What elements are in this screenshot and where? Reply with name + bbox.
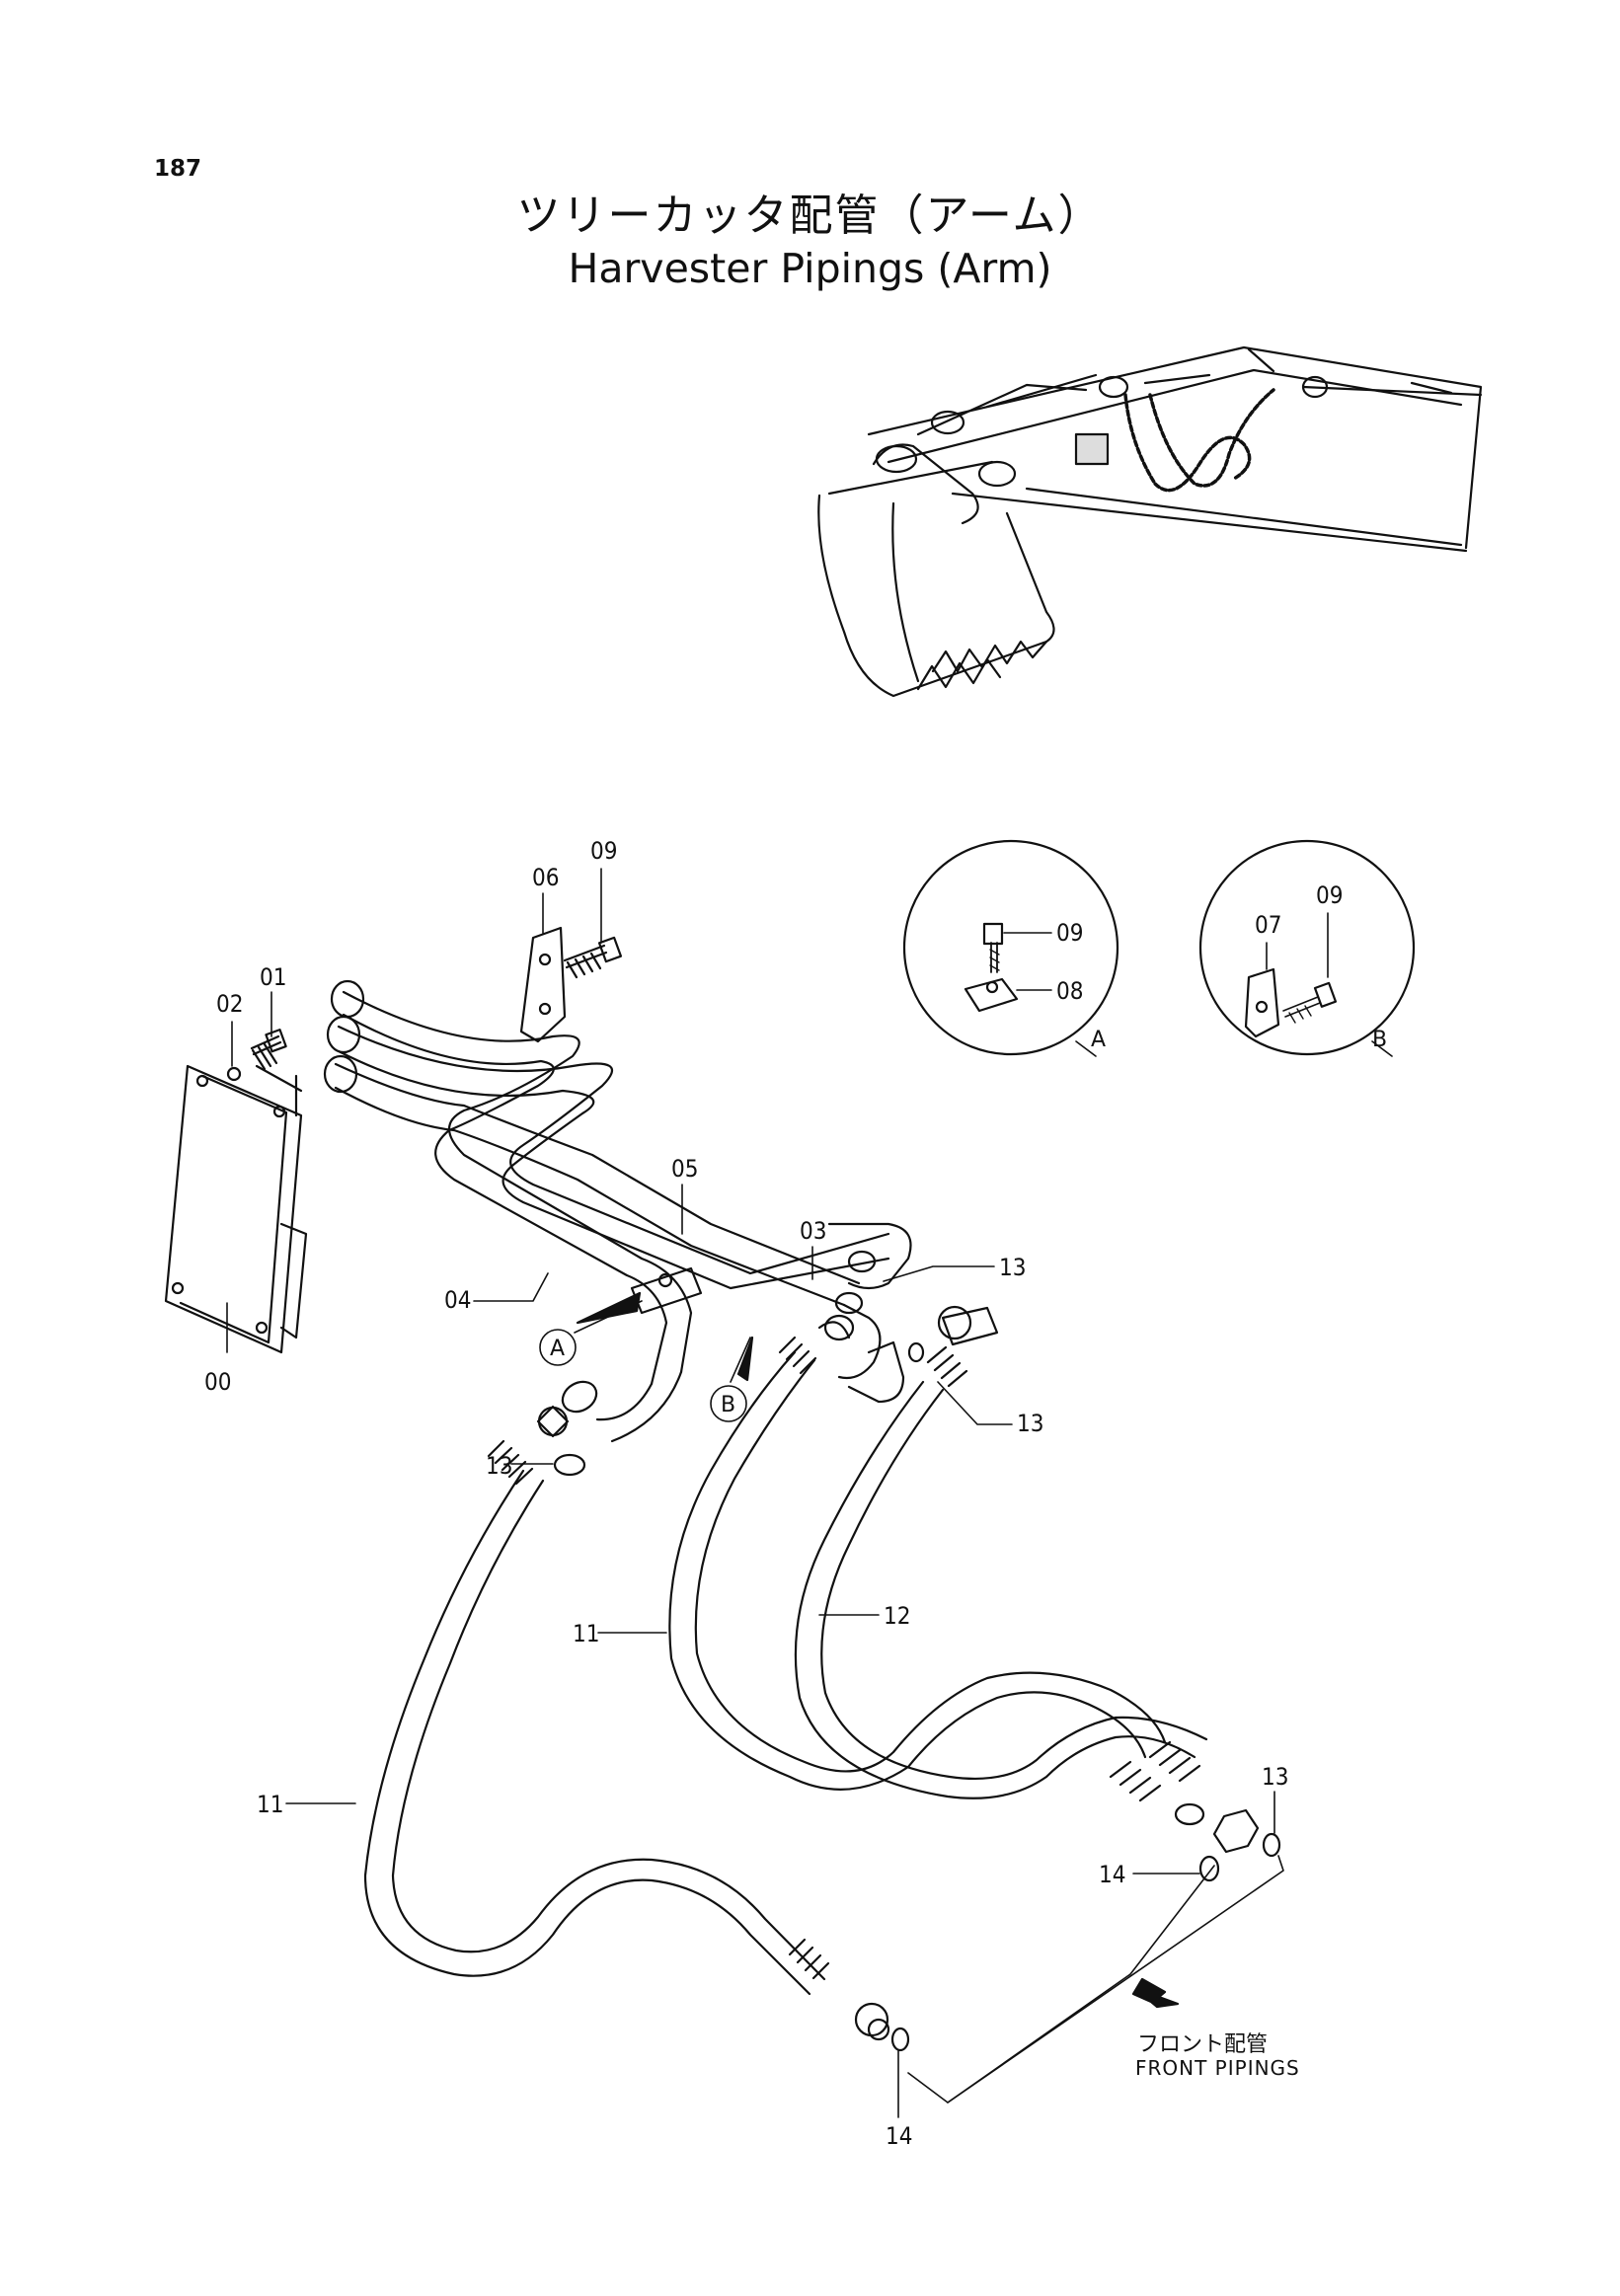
marker-a-arrow (574, 1291, 643, 1334)
callout-00: 00 (204, 1368, 231, 1396)
callout-06: 06 (532, 864, 559, 891)
callout-04: 04 (444, 1286, 471, 1314)
oring-14-lower (890, 2027, 910, 2052)
callout-02: 02 (216, 990, 243, 1018)
page-title-jp: ツリーカッタ配管（アーム） (516, 191, 1104, 241)
hose-11-lower (363, 1469, 826, 1996)
fitting-upper-mid (778, 1291, 864, 1375)
front-pipings-label-en: FRONT PIPINGS (1135, 2056, 1300, 2080)
washer-02 (226, 1066, 242, 1082)
pipe-03 (334, 1062, 912, 1380)
pipe-05 (337, 1025, 890, 1290)
callout-labels: 09 06 01 02 05 03 13 04 00 13 13 11 12 1… (204, 837, 1387, 2150)
plate-00 (164, 1064, 308, 1354)
elbow-fitting (847, 1340, 905, 1404)
arm-overview-illustration (817, 345, 1483, 698)
detail-b-part-09: 09 (1316, 881, 1343, 909)
detail-a-part-08: 08 (1056, 977, 1083, 1005)
detail-a-view (902, 839, 1119, 1057)
callout-13-b: 13 (1017, 1410, 1043, 1437)
oring-13-far-right (1262, 1832, 1281, 1858)
marker-b-circle (710, 1385, 747, 1422)
callout-03: 03 (800, 1217, 826, 1245)
fitting-lower-mid (788, 1938, 890, 2041)
clamp-06 (519, 926, 567, 1043)
callout-11-b: 11 (257, 1791, 283, 1818)
pipe-ends (323, 979, 365, 1094)
fitting-lower-right (1109, 1740, 1260, 1854)
front-pipings-arrow (1131, 1977, 1180, 2009)
callout-13-d: 13 (1262, 1763, 1288, 1791)
fitting-upper-right (926, 1305, 999, 1388)
leader-lines (226, 868, 1284, 2118)
detail-b-part-07: 07 (1255, 911, 1281, 939)
page-title-en: Harvester Pipings (Arm) (568, 245, 1052, 292)
front-pipings-label-jp: フロント配管 (1137, 2032, 1269, 2057)
oring-13-upper-right (847, 1250, 877, 1273)
detail-b-view (1198, 839, 1416, 1057)
callout-11-a: 11 (573, 1620, 599, 1647)
fitting-upper-left (487, 1380, 598, 1486)
marker-b-label: B (721, 1393, 735, 1417)
hose-12 (794, 1380, 1208, 1799)
callout-12: 12 (884, 1602, 910, 1630)
detail-a-letter: A (1091, 1028, 1106, 1052)
marker-a-circle (539, 1329, 577, 1366)
oring-14-right (1198, 1855, 1220, 1882)
bolt-01 (250, 1029, 287, 1071)
page-number: 187 (154, 156, 202, 182)
hose-11-upper (668, 1350, 1167, 1791)
callout-14-b: 14 (886, 2122, 912, 2150)
oring-13-left (553, 1453, 586, 1477)
callout-13-a: 13 (999, 1254, 1026, 1281)
marker-a-label: A (550, 1337, 565, 1361)
callout-01: 01 (260, 963, 286, 991)
clamp-08-main (630, 1266, 703, 1315)
detail-a-part-09: 09 (1056, 919, 1083, 947)
detail-b-letter: B (1372, 1028, 1387, 1052)
callout-09-main: 09 (590, 837, 617, 865)
bolt-09-main (563, 936, 623, 979)
callout-05: 05 (671, 1155, 698, 1183)
marker-b-arrow (730, 1336, 754, 1383)
callout-13-c: 13 (486, 1452, 512, 1480)
callout-14-a: 14 (1099, 1861, 1125, 1888)
pipe-04 (342, 990, 693, 1443)
oring-13-right (907, 1341, 925, 1363)
